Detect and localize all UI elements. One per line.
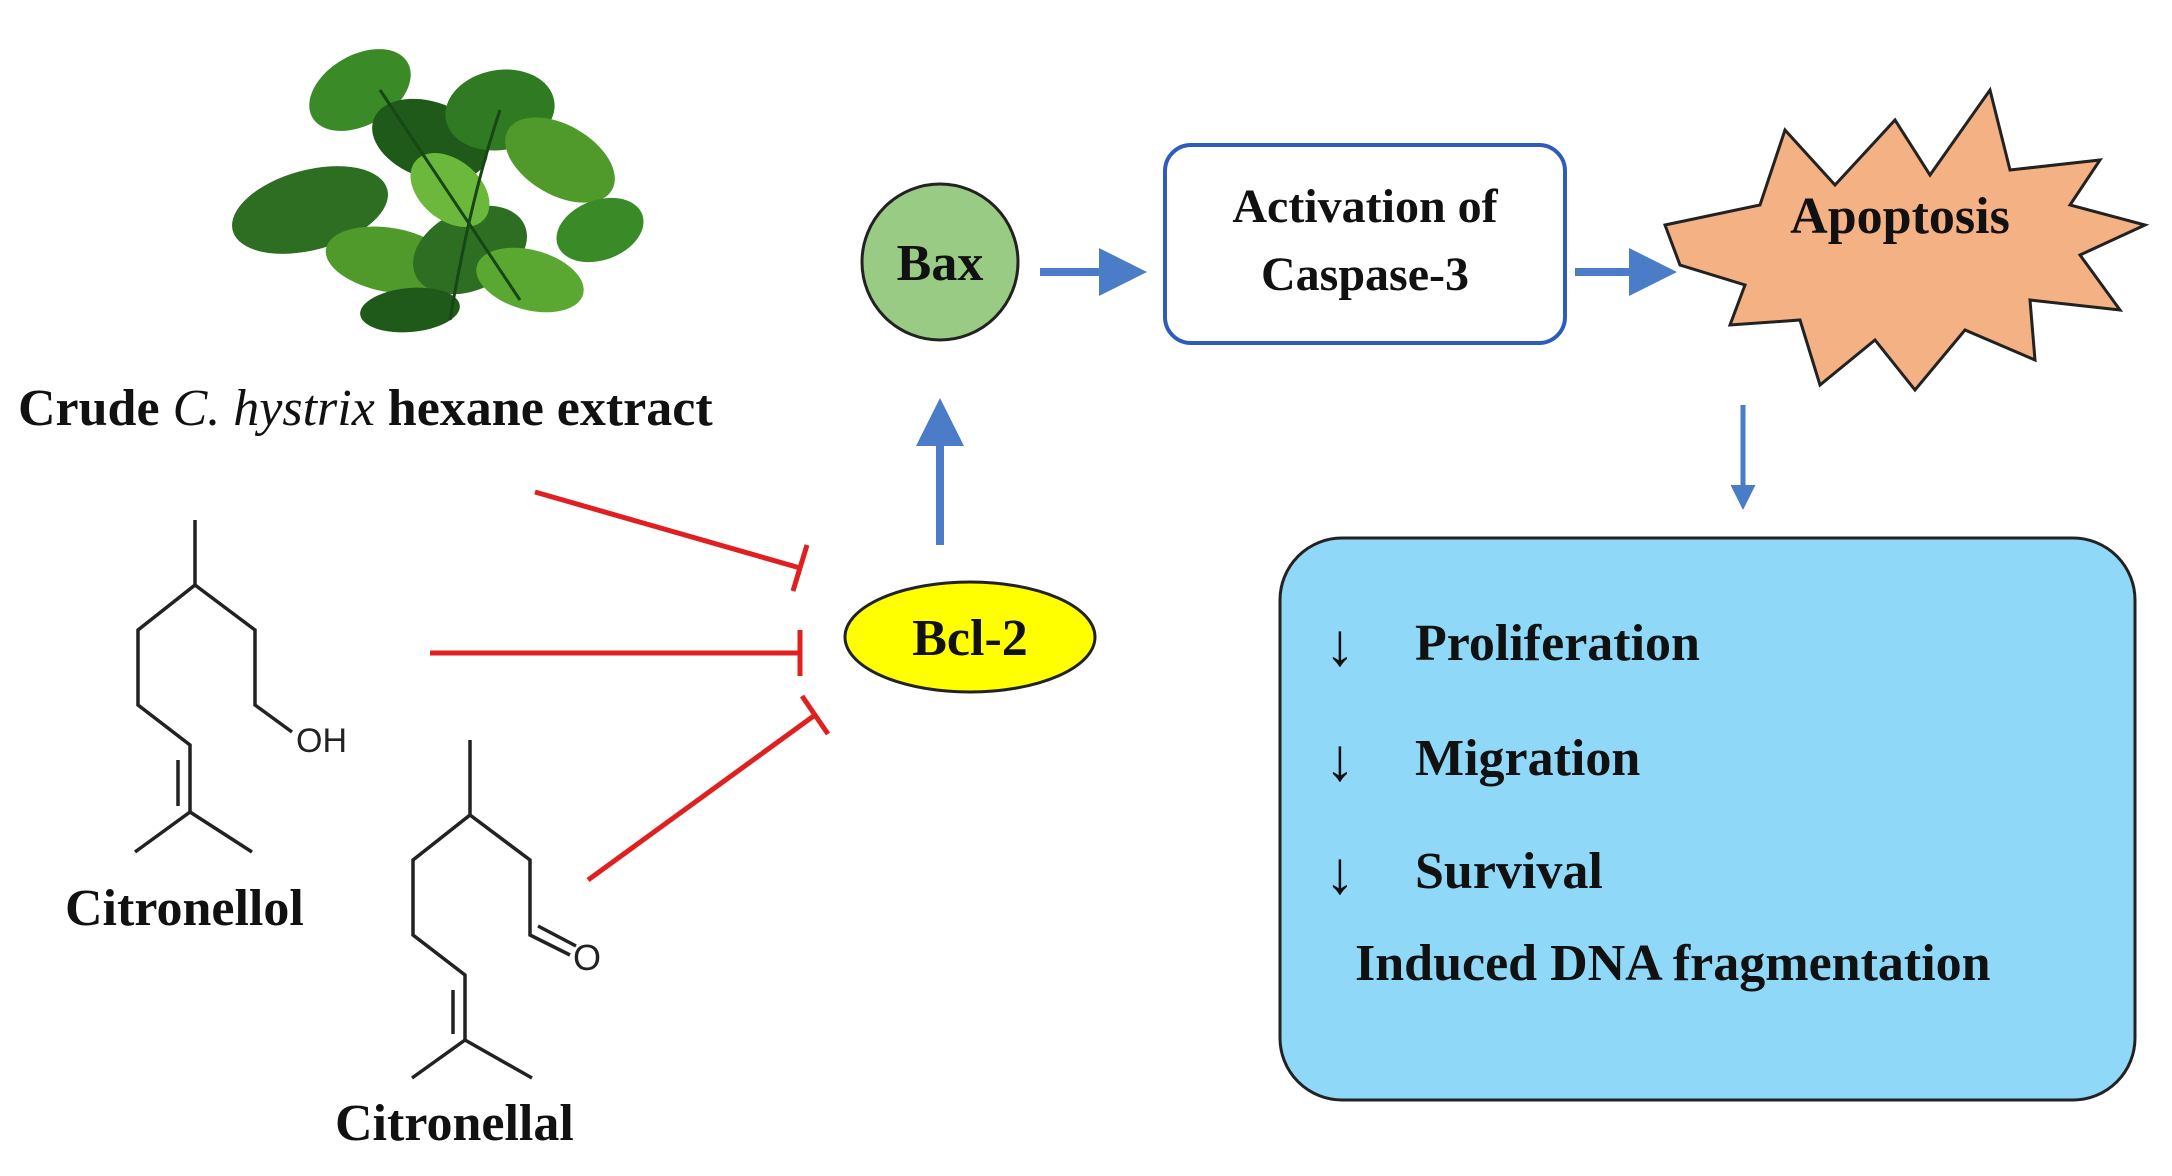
citronellol-structure bbox=[133, 520, 294, 854]
extract-label: Crude C. hystrix hexane extract bbox=[18, 380, 713, 437]
outcomes-box: ↓ Proliferation ↓ Migration ↓ Survival I… bbox=[1278, 536, 2137, 1102]
apoptosis-label: Apoptosis bbox=[1790, 188, 2010, 245]
inhibition-lines bbox=[430, 489, 831, 883]
caspase-3-box: Activation of Caspase-3 bbox=[1163, 143, 1567, 345]
kaffir-lime-leaves-image bbox=[232, 49, 644, 333]
down-arrow-migration: ↓ bbox=[1325, 727, 1355, 793]
citronellal-label: Citronellal bbox=[335, 1095, 574, 1152]
down-arrow-survival: ↓ bbox=[1325, 840, 1355, 906]
bcl2-node: Bcl-2 bbox=[843, 580, 1097, 694]
outcome-migration: Migration bbox=[1415, 730, 1640, 787]
outcome-dna-fragmentation: Induced DNA fragmentation bbox=[1355, 935, 1991, 992]
citronellal-o-label: O bbox=[573, 937, 601, 978]
caspase-label-line1: Activation of bbox=[1232, 180, 1498, 233]
citronellol-label: Citronellol bbox=[65, 880, 304, 937]
extract-inhibits-bcl2 bbox=[534, 489, 801, 571]
bax-label: Bax bbox=[897, 235, 984, 292]
inhibition-bar-3 bbox=[799, 694, 831, 736]
caspase-label-line2: Caspase-3 bbox=[1261, 248, 1469, 301]
down-arrow-proliferation: ↓ bbox=[1325, 612, 1355, 678]
bcl2-label: Bcl-2 bbox=[912, 610, 1028, 667]
bax-node: Bax bbox=[860, 182, 1020, 342]
citronellal-structure bbox=[410, 740, 577, 1080]
citronellal-inhibits-bcl2 bbox=[586, 712, 817, 883]
outcome-survival: Survival bbox=[1415, 843, 1603, 900]
species-name: C. hystrix bbox=[173, 380, 375, 437]
inhibition-bar-1 bbox=[790, 544, 810, 592]
outcome-proliferation: Proliferation bbox=[1415, 615, 1700, 672]
citronellol-oh-label: OH bbox=[296, 722, 347, 760]
apoptosis-burst: Apoptosis bbox=[1662, 86, 2150, 393]
